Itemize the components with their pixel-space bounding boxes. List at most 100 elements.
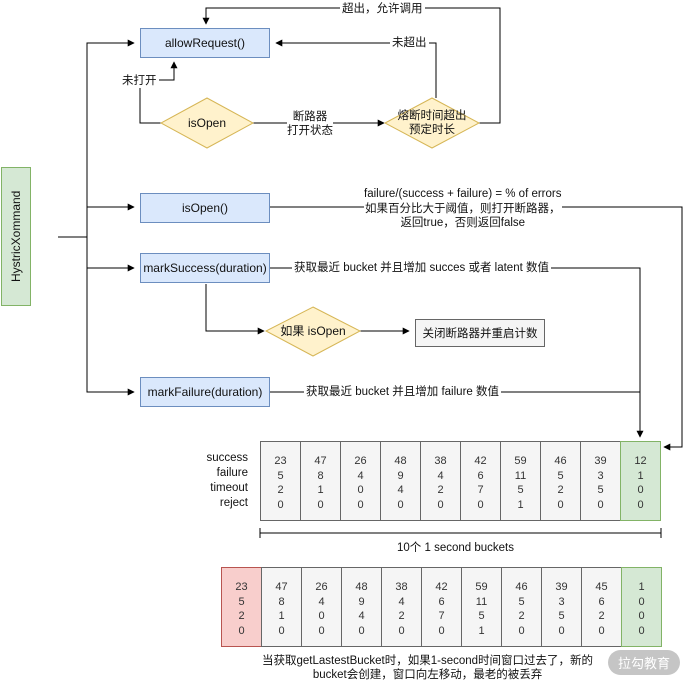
isopen-diamond <box>159 97 255 149</box>
bucket-value: 0 <box>358 624 365 637</box>
bucket-value: 0 <box>477 498 484 511</box>
bucket-value: 5 <box>597 484 604 496</box>
mark-success-node: markSuccess(duration) <box>140 253 270 283</box>
bucket-value: 26 <box>354 455 367 467</box>
bucket-value: 0 <box>357 498 364 511</box>
bucket-value: 23 <box>235 581 248 593</box>
bucket-value: 2 <box>398 610 405 622</box>
bucket-value: 59 <box>475 581 488 593</box>
bucket-value: 0 <box>238 624 245 637</box>
bucket-value: 45 <box>595 581 608 593</box>
bucket-value: 42 <box>474 455 487 467</box>
if-isopen-label: 如果 isOpen <box>280 324 346 338</box>
bucket-value: 48 <box>394 455 407 467</box>
bucket-value: 1 <box>637 469 644 482</box>
bucket-span-label: 10个 1 second buckets <box>397 542 514 554</box>
bucket-value: 9 <box>397 469 404 482</box>
bucket-value: 39 <box>594 455 607 467</box>
bucket-value: 42 <box>435 581 448 593</box>
bucket-value: 2 <box>437 484 444 496</box>
bucket-cell: 26 4 0 0 <box>340 441 381 521</box>
bucket-value: 0 <box>637 498 644 511</box>
edge-not-exceeded <box>275 39 437 98</box>
bucket-value: 8 <box>278 595 285 608</box>
bucket-value: 2 <box>557 484 564 496</box>
bucket-value: 48 <box>355 581 368 593</box>
isopen-decision-label: isOpen <box>187 116 227 130</box>
close-reset-node: 关闭断路器并重启计数 <box>415 319 545 347</box>
failure-note-label: 获取最近 bucket 并且增加 failure 数值 <box>304 385 501 399</box>
bucket-value: 5 <box>238 595 245 608</box>
bucket-value: 6 <box>477 469 484 482</box>
bucket-value: 0 <box>318 610 325 622</box>
bucket-value: 4 <box>357 469 364 482</box>
bucket-value: 2 <box>277 484 284 496</box>
bucket-value: 46 <box>515 581 528 593</box>
bucket-value: 23 <box>274 455 287 467</box>
bucket-value: 3 <box>597 469 604 482</box>
bucket-value: 5 <box>518 595 525 608</box>
bucket-value: 5 <box>558 610 565 622</box>
bucket-cell: 39 3 5 0 <box>541 567 582 647</box>
bucket-value: 0 <box>357 484 364 496</box>
bucket-value: 0 <box>557 498 564 511</box>
bucket-value: 47 <box>275 581 288 593</box>
bucket-value: 7 <box>438 610 445 622</box>
bucket-value: 0 <box>397 498 404 511</box>
bucket-cell: 46 5 2 0 <box>501 567 542 647</box>
bucket-value: 6 <box>598 595 605 608</box>
is-open-method-node: isOpen() <box>140 193 270 223</box>
bucket-value: 2 <box>518 610 525 622</box>
bucket-cell: 23 5 2 0 <box>221 567 262 647</box>
bucket-value: 0 <box>318 624 325 637</box>
bucket-value: 12 <box>634 455 647 467</box>
bucket-value: 4 <box>358 610 365 622</box>
bucket-value: 11 <box>475 595 488 608</box>
bucket-value: 0 <box>518 624 525 637</box>
bucket-value: 59 <box>514 455 527 467</box>
bucket-value: 0 <box>277 498 284 511</box>
error-formula-label: failure/(success + failure) = % of error… <box>364 187 562 231</box>
bucket-row-label: success <box>206 452 248 464</box>
bucket-value: 5 <box>517 484 524 496</box>
bucket-value: 4 <box>397 484 404 496</box>
bucket-value: 0 <box>278 624 285 637</box>
bucket-cell: 47 8 1 0 <box>261 567 302 647</box>
bucket-value: 2 <box>598 610 605 622</box>
bucket-value: 1 <box>478 624 485 637</box>
bucket-value: 0 <box>638 624 645 637</box>
bucket-value: 4 <box>398 595 405 608</box>
bucket-value: 0 <box>558 624 565 637</box>
bucket-value: 5 <box>478 610 485 622</box>
bucket-value: 8 <box>317 469 324 482</box>
bucket-value: 9 <box>358 595 365 608</box>
bucket-value: 5 <box>277 469 284 482</box>
allow-request-node: allowRequest() <box>140 28 270 58</box>
bucket-value: 1 <box>317 484 324 496</box>
bucket-value: 1 <box>278 610 285 622</box>
not-exceeded-label: 未超出 <box>390 36 429 50</box>
caption-text: 当获取getLastestBucket时，如果1-second时间窗口过去了，新… <box>262 655 594 681</box>
bucket-value: 3 <box>558 595 565 608</box>
bucket-value: 39 <box>555 581 568 593</box>
edge-success-to-bucket <box>270 267 644 438</box>
edge-trunk-marksuccess <box>86 237 135 272</box>
success-note-label: 获取最近 bucket 并且增加 succes 或者 latent 数值 <box>292 261 551 275</box>
open-state-label: 断路器 打开状态 <box>287 110 333 138</box>
bucket-value: 4 <box>318 595 325 608</box>
mark-failure-node: markFailure(duration) <box>140 377 270 407</box>
bucket-cell: 59 11 5 1 <box>461 567 502 647</box>
bucket-value: 2 <box>238 610 245 622</box>
bucket-value: 38 <box>395 581 408 593</box>
bucket-value: 0 <box>638 610 645 622</box>
bucket-value: 0 <box>638 595 645 608</box>
if-isopen-diamond <box>264 306 362 357</box>
bucket-value: 6 <box>438 595 445 608</box>
